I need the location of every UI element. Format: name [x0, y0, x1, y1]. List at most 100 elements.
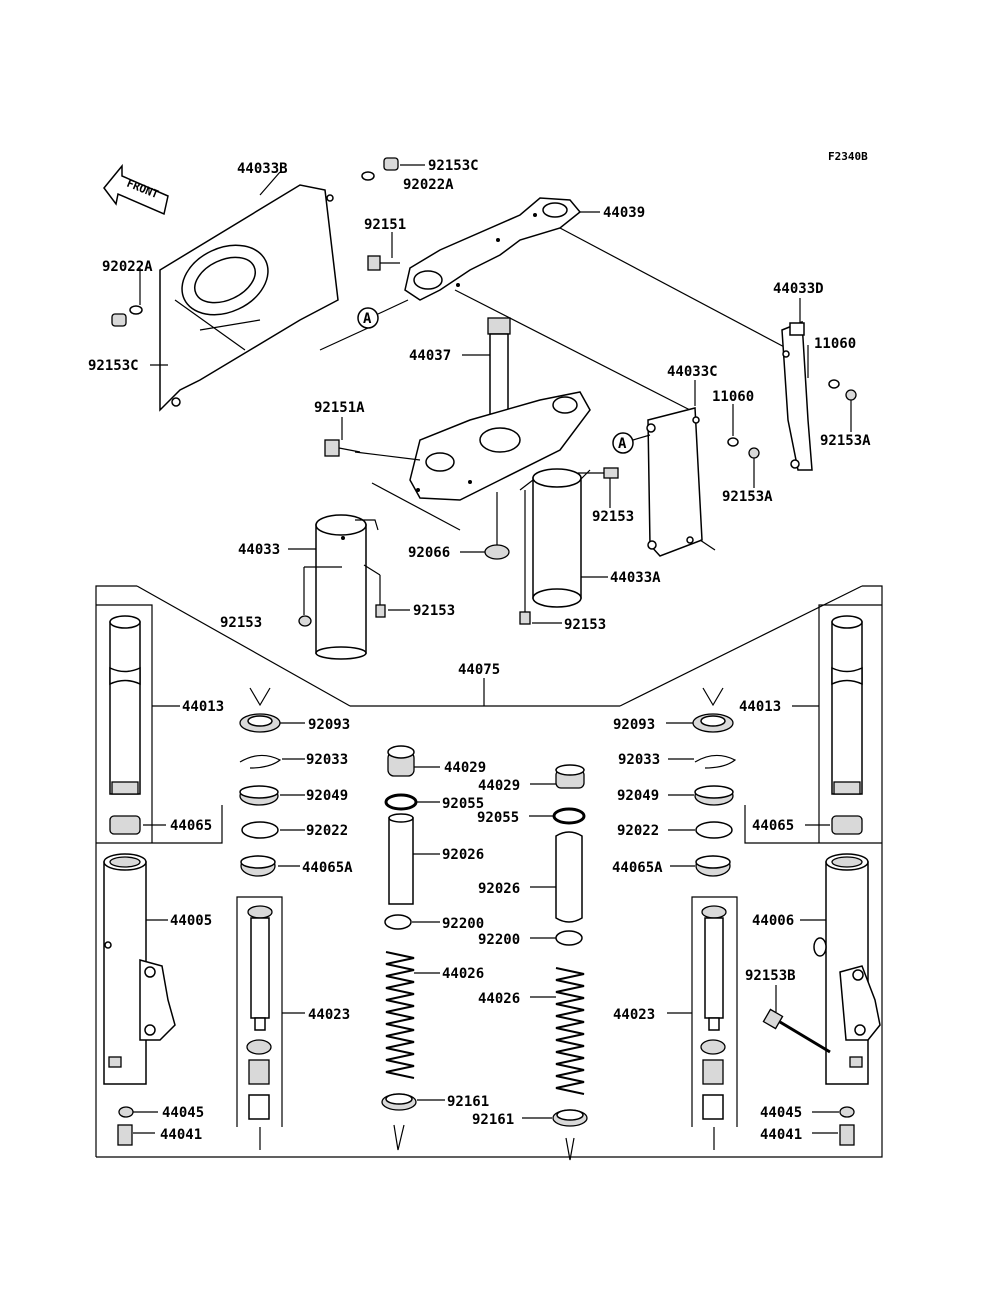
part-92026-right: 92026 [478, 881, 520, 897]
clip-92033-left [239, 754, 282, 769]
bolt-92153A-mid [748, 447, 760, 459]
washer-44045-left [118, 1106, 134, 1118]
bolt-44041-right [839, 1124, 855, 1146]
part-44033C: 44033C [667, 364, 718, 380]
part-44023-right: 44023 [613, 1007, 655, 1023]
part-44065A-right: 44065A [612, 860, 663, 876]
part-44013-right: 44013 [739, 699, 781, 715]
inner-tube-44013-right [831, 615, 863, 795]
cylinder-box-left [236, 896, 283, 1127]
spring-44026-right [555, 967, 585, 1095]
part-44033B: 44033B [237, 161, 288, 177]
bushing-44065-right [831, 815, 863, 835]
outer-tube-44006 [813, 853, 881, 1085]
fork-guard-44033C [646, 407, 716, 557]
part-92161-right: 92161 [472, 1112, 514, 1128]
part-92093-right: 92093 [613, 717, 655, 733]
part-92153A-mid: 92153A [722, 489, 773, 505]
part-44065-right: 44065 [752, 818, 794, 834]
bushing-44065-left [109, 815, 141, 835]
part-92153-c: 92153 [564, 617, 606, 633]
callout-a-lower [612, 432, 634, 454]
outer-tube-44005 [103, 853, 176, 1085]
arrow-92093-right [702, 687, 724, 707]
part-11060-mid: 11060 [712, 389, 754, 405]
part-92153A-right: 92153A [820, 433, 871, 449]
oil-seal-92022-right [695, 821, 733, 839]
part-44023-left: 44023 [308, 1007, 350, 1023]
part-44075: 44075 [458, 662, 500, 678]
frame-diag-right [619, 585, 863, 707]
part-92022A-left: 92022A [102, 259, 153, 275]
lower-frame-left [95, 585, 137, 1157]
oil-seal-92066 [484, 492, 510, 560]
bolt-92153-b [375, 604, 386, 618]
part-44033D: 44033D [773, 281, 824, 297]
bolt-92151 [367, 255, 400, 271]
spacer-92026-right [555, 831, 583, 923]
inner-tube-44013-left [109, 615, 141, 795]
cylinder-44023-right [700, 905, 727, 1150]
cylinder-44023-left [246, 905, 273, 1150]
o-ring-92055-left [384, 793, 418, 811]
part-92153C-left: 92153C [88, 358, 139, 374]
callout-a-upper-label: A [363, 311, 372, 327]
oil-seal-92022-left [241, 821, 279, 839]
part-92200-left: 92200 [442, 916, 484, 932]
part-92022-right: 92022 [617, 823, 659, 839]
washer-92200-right [555, 930, 583, 946]
cylinder-box-right [691, 896, 738, 1127]
part-44033A: 44033A [610, 570, 661, 586]
figure-code: F2340B [828, 150, 868, 163]
bolt-92151A [324, 439, 361, 457]
fork-cover-44033 [315, 514, 379, 660]
frame-diag-left [136, 585, 351, 707]
callout-a-lower-label: A [618, 436, 627, 452]
part-44029-left: 44029 [444, 760, 486, 776]
part-92055-left: 92055 [442, 796, 484, 812]
part-44026-right: 44026 [478, 991, 520, 1007]
part-44037: 44037 [409, 348, 451, 364]
part-92151A: 92151A [314, 400, 365, 416]
part-11060-right: 11060 [814, 336, 856, 352]
bolt-92153A-right [845, 389, 857, 401]
cap-bolt-44029-right [555, 764, 585, 789]
part-44033: 44033 [238, 542, 280, 558]
bolt-92153-a [298, 615, 312, 627]
part-92153-center: 92153 [592, 509, 634, 525]
part-92055-right: 92055 [477, 810, 519, 826]
part-44005: 44005 [170, 913, 212, 929]
part-44045-right: 44045 [760, 1105, 802, 1121]
part-44045-left: 44045 [162, 1105, 204, 1121]
arrow-down-center-right [565, 1137, 575, 1161]
part-44013-left: 44013 [182, 699, 224, 715]
left-tube-box [96, 604, 223, 844]
part-92153B: 92153B [745, 968, 796, 984]
bolt-44041-left [117, 1124, 133, 1146]
part-92151: 92151 [364, 217, 406, 233]
o-ring-92055-right [552, 807, 586, 825]
washer-92200-left [384, 914, 412, 930]
part-92093-left: 92093 [308, 717, 350, 733]
fork-guard-44033D [781, 320, 813, 471]
part-92153-a: 92153 [220, 615, 262, 631]
part-44026-left: 44026 [442, 966, 484, 982]
part-92049-left: 92049 [306, 788, 348, 804]
upper-bracket-44039 [404, 197, 582, 301]
part-44041-left: 44041 [160, 1127, 202, 1143]
front-direction-arrow: FRONT [103, 163, 169, 216]
fork-cover-44033A [519, 468, 591, 608]
part-44065-left: 44065 [170, 818, 212, 834]
part-44065A-left: 44065A [302, 860, 353, 876]
washer-11060-right [828, 379, 840, 389]
bolt-92153-center [578, 467, 619, 479]
spacer-92026-left [388, 817, 414, 905]
part-92161-left: 92161 [447, 1094, 489, 1110]
lower-frame-right [96, 585, 883, 1158]
part-44006: 44006 [752, 913, 794, 929]
bolt-92153C-left [111, 305, 143, 327]
part-44041-right: 44041 [760, 1127, 802, 1143]
bolt-92153-c [519, 611, 531, 625]
steering-stem-44037 [409, 317, 591, 501]
